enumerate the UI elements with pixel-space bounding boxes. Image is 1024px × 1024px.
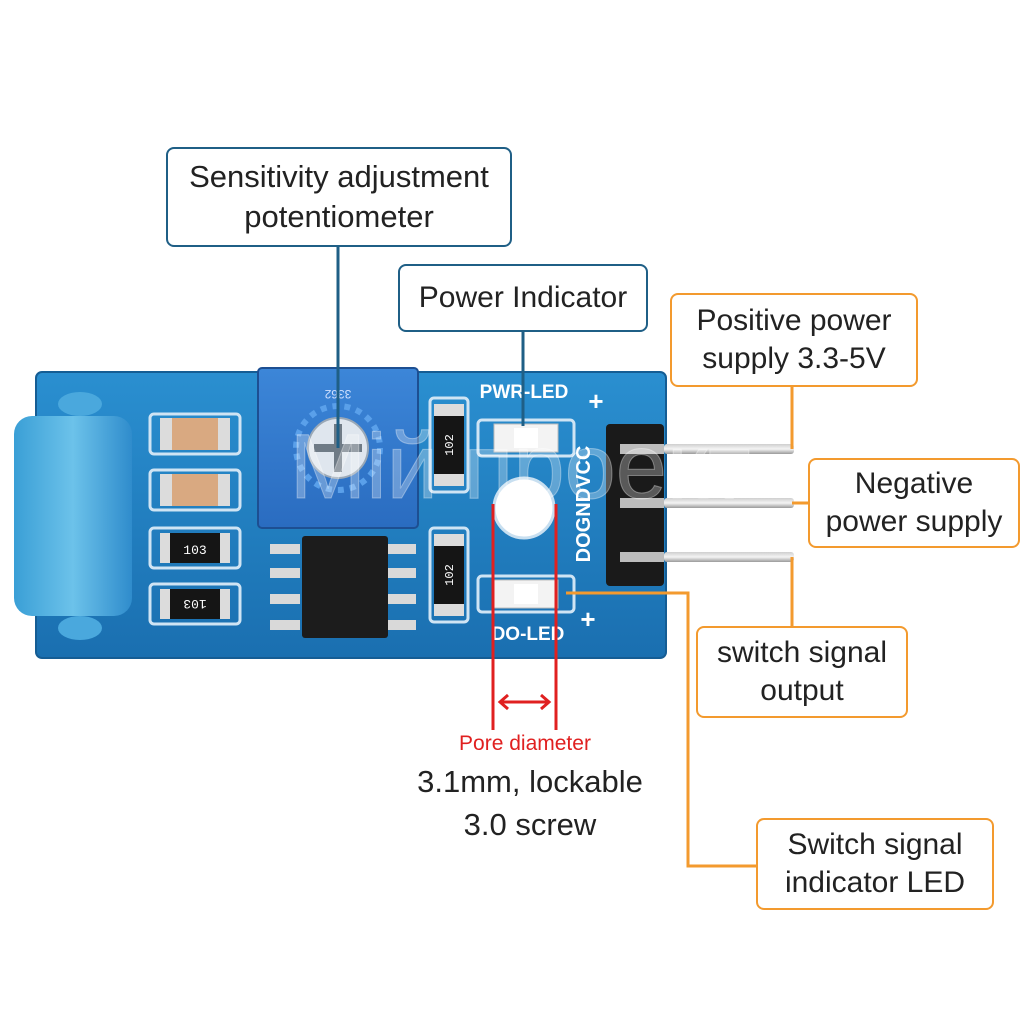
capacitor-1 bbox=[148, 412, 242, 456]
vibration-switch-icon bbox=[14, 392, 132, 640]
connector-lines-blue bbox=[336, 246, 525, 448]
ic-chip bbox=[270, 536, 416, 638]
resistor-103-a: 103 bbox=[148, 526, 242, 570]
callout-sensitivity-potentiometer: Sensitivity adjustment potentiometer bbox=[166, 147, 512, 247]
resistor-code: 102 bbox=[443, 434, 457, 456]
plus-silkscreen-2: + bbox=[580, 604, 595, 634]
resistor-103-b: 103 bbox=[148, 582, 242, 626]
resistor-code: 103 bbox=[183, 543, 206, 558]
header-pins bbox=[606, 424, 794, 586]
watermark: Мій проект bbox=[290, 416, 751, 518]
callout-text: Negative power supply bbox=[825, 466, 1003, 538]
resistor-102-b: 102 bbox=[428, 526, 470, 624]
resistor-code: 102 bbox=[443, 564, 457, 586]
pore-dimension-marker bbox=[491, 504, 558, 730]
callout-negative-power: Negative power supply bbox=[808, 458, 1020, 548]
power-led-icon bbox=[476, 418, 576, 458]
callout-text: switch signal output bbox=[716, 635, 888, 707]
plus-silkscreen: + bbox=[588, 386, 603, 416]
do-led-silkscreen: DO-LED bbox=[492, 624, 565, 645]
callout-power-indicator: Power Indicator bbox=[398, 264, 648, 332]
resistor-code: 103 bbox=[183, 596, 206, 611]
capacitor-2 bbox=[148, 468, 242, 512]
callout-text: Switch signal indicator LED bbox=[784, 827, 966, 899]
callout-text: Positive power supply 3.3-5V bbox=[696, 303, 892, 375]
callout-switch-output: switch signal output bbox=[696, 626, 908, 718]
callout-text: Sensitivity adjustment potentiometer bbox=[189, 159, 489, 234]
pore-diameter-value: 3.1mm, lockable 3.0 screw bbox=[417, 764, 643, 843]
pore-diameter-label: Pore diameter bbox=[459, 732, 591, 755]
pin-silkscreen: DOGNDVCC bbox=[573, 446, 595, 563]
callout-positive-power: Positive power supply 3.3-5V bbox=[670, 293, 918, 387]
callout-text: Power Indicator bbox=[418, 280, 628, 314]
resistor-102-a: 102 bbox=[428, 396, 470, 494]
connector-lines-orange bbox=[566, 386, 808, 868]
callout-switch-led: Switch signal indicator LED bbox=[756, 818, 994, 910]
